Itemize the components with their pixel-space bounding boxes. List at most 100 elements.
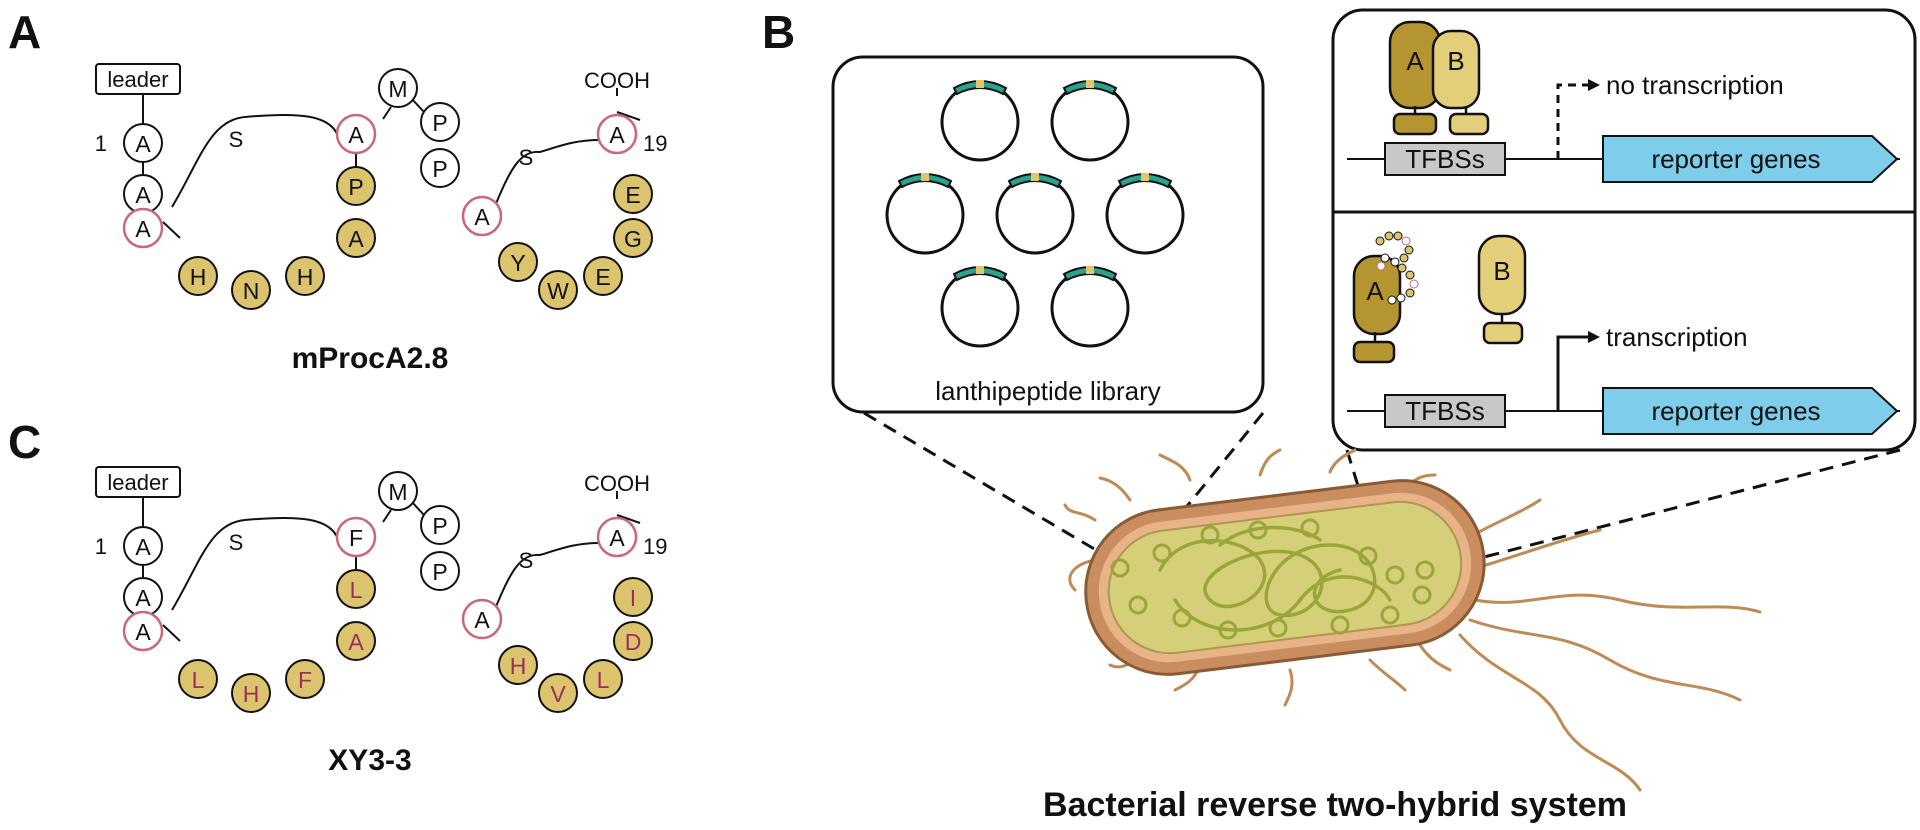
panel-label-a: A [8,6,41,58]
c-terminus-index: 19 [643,131,667,156]
leader-box [95,63,181,95]
residue-letter: H [297,264,314,290]
n-terminus-index: 1 [95,534,107,559]
residue-circle [285,659,325,699]
residue-letter: L [350,577,363,603]
residue-letter: E [625,182,640,208]
thioether-s-label: S [519,548,534,573]
dna-binding-domain-a [1352,340,1396,364]
residue-circle [122,207,164,249]
library-box: lanthipeptide library [831,55,1265,414]
tfbs-box [1384,394,1506,428]
dna-binding-domain-b [1482,321,1524,345]
residue-circle [538,673,578,713]
thioether-s-label: S [229,530,244,555]
tfbs-label: TFBSs [1405,144,1484,174]
plasmid-insert-mark [1031,173,1039,181]
residue-circle [285,256,325,296]
plasmid-ring [1105,175,1185,255]
two-hybrid-box: A B TFBSs no transcription reporter gene… [1331,8,1917,452]
plasmid-insert-mark [1086,266,1094,274]
residue-circle [420,148,460,188]
residue-letter: L [597,667,610,693]
plasmid-insert-mark [976,80,984,88]
residue-circle [613,218,653,258]
residue-circle [231,673,271,713]
residue-letter: A [348,122,364,148]
residue-letter: P [432,110,447,136]
plasmid-ring [940,82,1020,162]
peptide-name: XY3-3 [328,744,411,777]
library-label: lanthipeptide library [935,376,1160,406]
residue-circle [420,102,460,142]
thioether-s-label: S [519,145,534,170]
peptide-name: mProcA2.8 [292,342,449,375]
residue-letter: A [609,525,625,551]
peptide-backbone-links [142,88,641,239]
residue-letter: M [388,479,407,505]
residue-letter: A [348,629,364,655]
residue-circle [613,577,653,617]
residue-circle [231,270,271,310]
residue-circle [498,242,538,282]
residue-letter: M [388,76,407,102]
transcription-label: transcription [1606,322,1748,352]
residue-circle [420,551,460,591]
residue-letter: A [609,122,625,148]
residue-letter: D [625,629,642,655]
reporter-gene-arrow [1602,387,1899,435]
protein-b-shape [1431,29,1481,110]
residue-letter: H [243,681,260,707]
plasmid-dots [1110,518,1435,640]
residue-circle [178,256,218,296]
residue-circle [335,113,377,155]
residue-circle [596,113,638,155]
residue-letter: H [190,264,207,290]
residue-circle [122,610,164,652]
residue-letter: G [624,226,642,252]
leader-box [95,466,181,498]
residue-circle [336,166,376,206]
residue-circle [613,621,653,661]
residue-letter: F [349,525,363,551]
residue-circle [178,659,218,699]
dna-binding-domain-b [1448,112,1490,136]
residue-letter: A [135,619,151,645]
protein-a-label: A [1366,276,1384,306]
residue-circle [583,659,623,699]
protein-b-label: B [1447,46,1464,76]
residue-circle [613,174,653,214]
residue-circle [335,516,377,558]
plasmid-ring [1050,268,1130,348]
residue-letter: A [474,607,490,633]
plasmid-ring [885,175,965,255]
c-terminus-index: 19 [643,534,667,559]
cooh-label: COOH [584,471,650,496]
plasmid-insert-mark [1141,173,1149,181]
leader-label: leader [107,67,168,92]
active-promoter-arrow [1556,335,1588,411]
residue-circle [378,68,418,108]
plasmid-insert-mark [976,266,984,274]
cooh-label: COOH [584,68,650,93]
reporter-gene-arrow [1602,135,1899,183]
residue-letter: H [510,653,527,679]
residue-letter: A [474,204,490,230]
residue-letter: W [547,278,569,304]
tfbs-box [1384,142,1506,176]
leader-label: leader [107,470,168,495]
residue-letter: P [432,559,447,585]
residue-circle [498,645,538,685]
residue-circle [123,123,163,163]
dna-binding-domain-a [1392,112,1438,136]
residue-letter: A [135,585,151,611]
residue-letter: V [550,681,566,707]
residue-circle [336,621,376,661]
plasmid-ring [995,175,1075,255]
plasmid-ring [1050,82,1130,162]
residue-circle [461,195,503,237]
residue-letter: E [595,264,610,290]
